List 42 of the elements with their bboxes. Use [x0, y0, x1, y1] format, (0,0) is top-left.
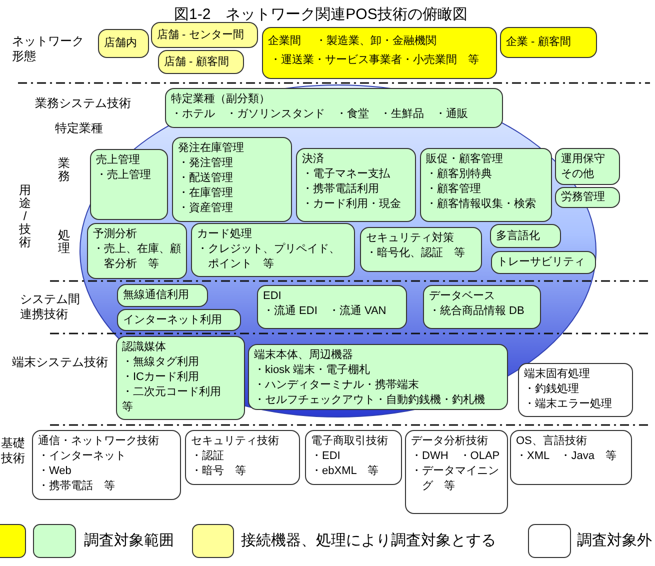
info-box: 電子商取引技術 ・EDI ・ebXML 等	[305, 430, 402, 485]
info-box: 店舗 - 顧客間	[158, 50, 244, 74]
row-label: 業務システム技術	[35, 96, 132, 111]
info-box: 企業 - 顧客間	[500, 27, 597, 58]
info-box: 認識媒体 ・無線タグ利用 ・ICカード利用 ・二次元コード利用 等	[116, 336, 245, 420]
info-box: データベース ・統合商品情報 DB	[423, 285, 541, 329]
info-box: 労務管理	[555, 187, 620, 208]
info-box: 予測分析 ・売上、在庫、顧客分析 等	[87, 223, 187, 279]
info-box: トレーサビリティ	[491, 251, 596, 274]
row-label: 特定業種	[55, 121, 104, 136]
info-box: 無線通信利用	[117, 284, 208, 307]
legend-label: 調査対象外	[577, 531, 652, 551]
row-label: システム間連携技術	[20, 292, 81, 322]
info-box: 発注在庫管理 ・発注管理 ・配送管理 ・在庫管理 ・資産管理	[172, 137, 292, 222]
row-label: 基礎技術	[1, 436, 26, 466]
row-label: 用途/技術	[19, 184, 31, 249]
info-box: 端末本体、周辺機器 ・kiosk 端末・電子棚札 ・ハンディターミナル・携帯端末 ・セルフチェックアウト・自動釣銭機・釣札機	[248, 344, 508, 410]
info-box: 運用保守その他	[555, 148, 620, 185]
row-label: 端末システム技術	[12, 355, 109, 370]
info-box: EDI ・流通 EDI ・流通 VAN	[257, 285, 407, 329]
info-box: 販促・顧客管理 ・顧客別特典 ・顧客管理 ・顧客情報収集・検索	[420, 148, 552, 222]
row-label: 業務	[58, 157, 70, 183]
info-box: セキュリティ対策 ・暗号化、認証 等	[360, 227, 482, 272]
legend-label: 接続機器、処理により調査対象とする	[241, 531, 496, 551]
info-box: データ分析技術 ・DWH ・OLAP ・データマイニング 等	[405, 430, 508, 514]
row-label: ネットワーク形態	[12, 34, 85, 64]
info-box: 特定業種（副分類） ・ホテル ・ガソリンスタンド ・食堂 ・生鮮品 ・通販	[165, 88, 503, 128]
info-box: 端末固有処理 ・釣銭処理 ・端末エラー処理	[518, 363, 633, 417]
info-box: 店舗内	[98, 29, 149, 58]
info-box: 企業間 ・製造業、卸・金融機関 ・運送業・サービス事業者・小売業間 等	[262, 27, 497, 79]
info-box: 決済 ・電子マネー支払 ・携帯電話利用 ・カード利用・現金	[296, 148, 416, 222]
legend-label: 調査対象範囲	[84, 531, 174, 551]
row-label: 処理	[58, 229, 70, 255]
title: 図1-2 ネットワーク関連POS技術の俯瞰図	[174, 5, 468, 25]
info-box: インターネット利用	[117, 309, 241, 331]
info-box: 通信・ネットワーク技術 ・インターネット ・Web ・携帯電話 等	[32, 430, 181, 500]
info-box: 多言語化	[490, 224, 561, 248]
info-box: OS、言語技術 ・XML ・Java 等	[510, 430, 632, 485]
info-box: セキュリティ技術 ・認証 ・暗号 等	[185, 430, 300, 485]
info-box: 売上管理 ・売上管理	[90, 149, 168, 220]
info-box: 店舗 - センター間	[151, 22, 258, 48]
info-box: カード処理 ・クレジット、プリペイド、ポイント 等	[191, 223, 355, 277]
